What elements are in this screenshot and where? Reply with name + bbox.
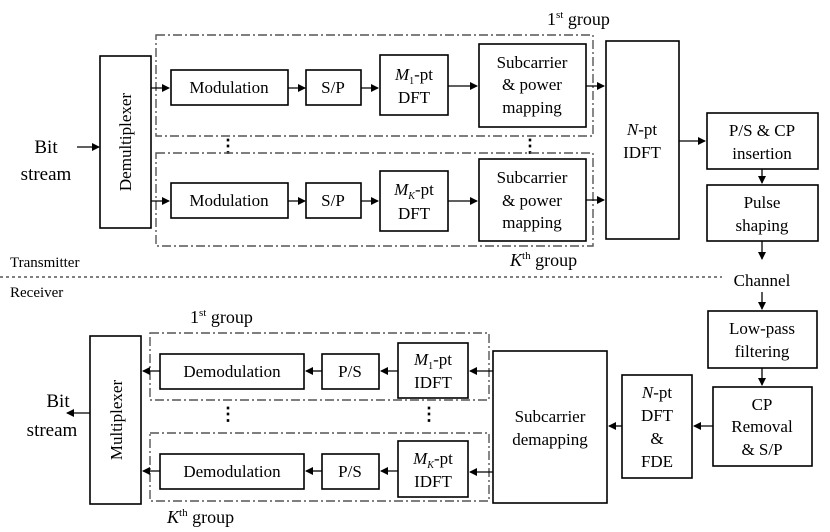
rx-ellipsis-right: ⋮	[420, 404, 438, 424]
rx-dft-fde-block	[621, 374, 693, 479]
tx-ps-cp-label-line1: P/S & CP	[729, 121, 795, 140]
rx-bit-stream-label-line1: Bit	[46, 391, 70, 412]
rx-dft-fde-line4: FDE	[641, 452, 673, 471]
rx-group-1-frame	[149, 332, 490, 401]
rx-lowpass-block	[707, 310, 818, 369]
rx-cp-removal-block	[712, 386, 813, 467]
tx-ps-cp-label-line2: insertion	[732, 144, 792, 163]
channel-label: Channel	[734, 271, 791, 290]
tx-mapping-label-k-line3: mapping	[502, 213, 562, 232]
tx-mapping-block-1	[478, 43, 587, 128]
tx-mapping-label-1-line3: mapping	[502, 98, 562, 117]
tx-ellipsis-left: ⋮	[219, 136, 237, 156]
demultiplexer-label: Demultiplexer	[116, 93, 135, 192]
rx-ps-label-k: P/S	[338, 462, 362, 481]
rx-idft-block-k	[397, 440, 469, 498]
rx-demapping-block	[492, 350, 608, 504]
tx-mapping-label-1-line1: Subcarrier	[497, 53, 568, 72]
tx-ps-cp-block	[706, 112, 819, 170]
tx-idft-label-line1: N-pt	[626, 120, 658, 139]
rx-demapping-label-line2: demapping	[512, 430, 588, 449]
tx-group-1-frame	[155, 34, 594, 137]
tx-group-1-label: 1st group	[547, 9, 610, 29]
tx-pulse-label-line2: shaping	[736, 216, 789, 235]
tx-sp-block-1	[305, 69, 362, 106]
tx-mapping-block-k	[478, 158, 587, 242]
rx-lowpass-label-line2: filtering	[735, 342, 790, 361]
tx-idft-block	[605, 40, 680, 240]
rx-bit-stream-label-line2: stream	[27, 420, 78, 441]
rx-cp-label-line3: & S/P	[741, 440, 782, 459]
tx-group-k-label: Kth group	[509, 250, 577, 270]
tx-bit-stream-label-line2: stream	[21, 164, 72, 185]
rx-demod-label-k: Demodulation	[183, 462, 281, 481]
rx-group-k-label: Kth group	[166, 507, 234, 527]
transmitter-section-label: Transmitter	[10, 255, 79, 271]
tx-dft-label-1-line2: DFT	[398, 88, 431, 107]
rx-dft-fde-line3: &	[650, 429, 663, 448]
tx-mapping-label-1-line2: & power	[502, 75, 562, 94]
tx-mapping-label-k-line2: & power	[502, 191, 562, 210]
tx-pulse-label-line1: Pulse	[744, 193, 781, 212]
rx-idft-label-k-line1: MK-pt	[412, 449, 453, 471]
rx-demapping-label-line1: Subcarrier	[515, 407, 586, 426]
rx-ps-label-1: P/S	[338, 362, 362, 381]
rx-ps-block-1	[321, 353, 380, 390]
tx-pulse-shaping-block	[706, 184, 819, 242]
rx-group-1-label: 1st group	[190, 307, 253, 327]
tx-dft-label-1-line1: M1-pt	[394, 65, 433, 87]
tx-modulation-block-k	[170, 182, 289, 219]
rx-dft-fde-line2: DFT	[641, 406, 674, 425]
tx-ellipsis-right: ⋮	[521, 136, 539, 156]
tx-dft-block-1	[379, 54, 449, 116]
rx-idft-label-1-line1: M1-pt	[413, 350, 452, 372]
rx-demod-block-k	[159, 453, 305, 490]
rx-dft-fde-line1: N-pt	[641, 383, 673, 402]
rx-idft-label-1-line2: IDFT	[414, 373, 452, 392]
rx-cp-label-line2: Removal	[731, 417, 793, 436]
tx-mapping-label-k-line1: Subcarrier	[497, 168, 568, 187]
rx-cp-label-line1: CP	[752, 395, 773, 414]
receiver-section-label: Receiver	[10, 285, 63, 301]
rx-lowpass-label-line1: Low-pass	[729, 319, 795, 338]
rx-ellipsis-left: ⋮	[219, 404, 237, 424]
tx-sp-label-k: S/P	[321, 191, 345, 210]
rx-demod-label-1: Demodulation	[183, 362, 281, 381]
tx-idft-label-line2: IDFT	[623, 143, 661, 162]
receiver: Receiver Low-pass filtering CP Removal &…	[10, 285, 818, 527]
transmitter: Bit stream Demultiplexer 1st group Modul…	[10, 9, 819, 271]
tx-dft-label-k-line2: DFT	[398, 204, 431, 223]
tx-dft-label-k-line1: MK-pt	[393, 180, 434, 202]
tx-modulation-label-1: Modulation	[189, 78, 269, 97]
tx-sp-label-1: S/P	[321, 78, 345, 97]
rx-idft-block-1	[397, 342, 469, 399]
tx-modulation-block-1	[170, 69, 289, 106]
tx-modulation-label-k: Modulation	[189, 191, 269, 210]
multiplexer-block	[89, 335, 142, 505]
multiplexer-label: Multiplexer	[107, 380, 126, 461]
rx-idft-label-k-line2: IDFT	[414, 472, 452, 491]
demultiplexer-block	[99, 55, 152, 229]
tx-bit-stream-label-line1: Bit	[34, 137, 58, 158]
